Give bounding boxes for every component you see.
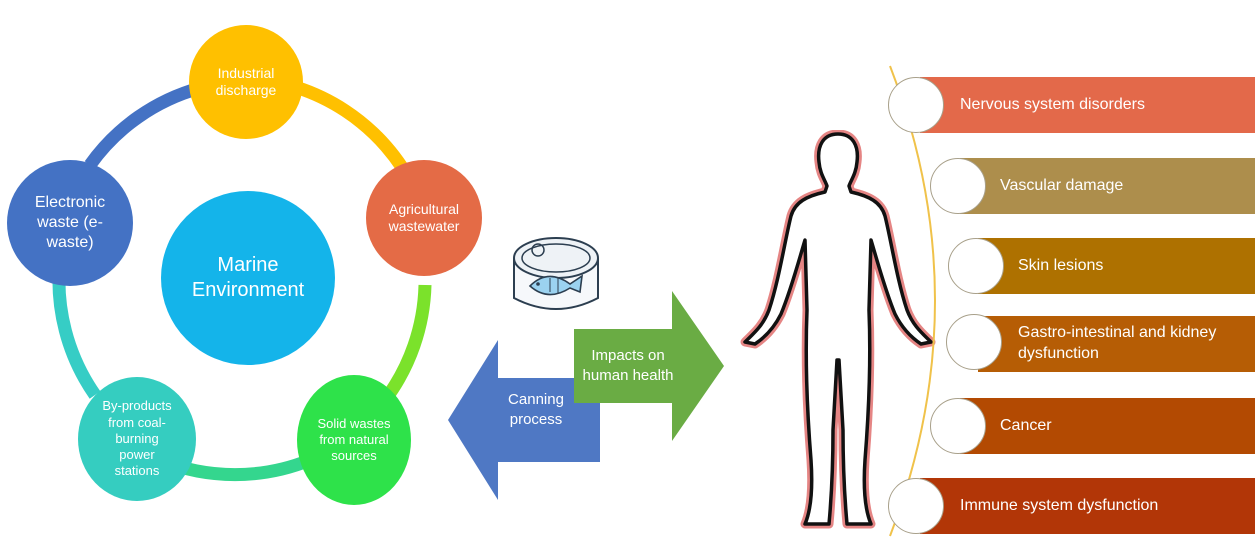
center-label: Marine Environment [191,254,305,301]
effect-label: Gastro-intestinal and kidney dysfunction [1018,324,1217,362]
arc-orange-green [379,284,432,404]
effect-badge [948,238,1004,294]
effect-item: Gastro-intestinal and kidney dysfunction [978,316,1255,372]
center-circle: Marine Environment [161,191,335,365]
effect-label: Cancer [1000,416,1052,434]
effect-item: Nervous system disorders [920,77,1255,133]
effect-badge [888,478,944,534]
impacts-label: Impacts on human health [582,347,674,384]
canning-label: Canning process [508,391,564,428]
effect-label: Skin lesions [1018,256,1104,274]
effect-item: Skin lesions [978,238,1255,294]
human-figure-icon [740,130,936,529]
node-label: Agricultural wastewater [388,200,460,235]
effect-badge [930,158,986,214]
node-agricultural-wastewater: Agricultural wastewater [366,160,482,276]
node-label: By-products from coal-burning power stat… [102,398,172,479]
impacts-arrow [574,291,724,441]
node-label: Solid wastes from natural sources [317,415,391,464]
effect-label: Nervous system disorders [960,95,1145,113]
fish-can-icon [513,237,599,310]
effect-label: Immune system dysfunction [960,496,1159,514]
effect-item: Immune system dysfunction [920,478,1255,534]
node-electronic-waste: Electronic waste (e-waste) [7,160,133,286]
node-label: Industrial discharge [215,64,277,99]
effect-label: Vascular damage [1000,176,1124,194]
node-industrial-discharge: Industrial discharge [189,25,303,139]
arc-blue [84,81,202,169]
effect-badge [930,398,986,454]
node-coal-byproducts: By-products from coal-burning power stat… [78,377,196,501]
effect-item: Cancer [960,398,1255,454]
node-label: Electronic waste (e-waste) [34,194,106,251]
effect-badge [946,314,1002,370]
effect-badge [888,77,944,133]
node-solid-wastes: Solid wastes from natural sources [297,375,411,505]
effect-item: Vascular damage [960,158,1255,214]
canning-arrow [448,340,600,500]
